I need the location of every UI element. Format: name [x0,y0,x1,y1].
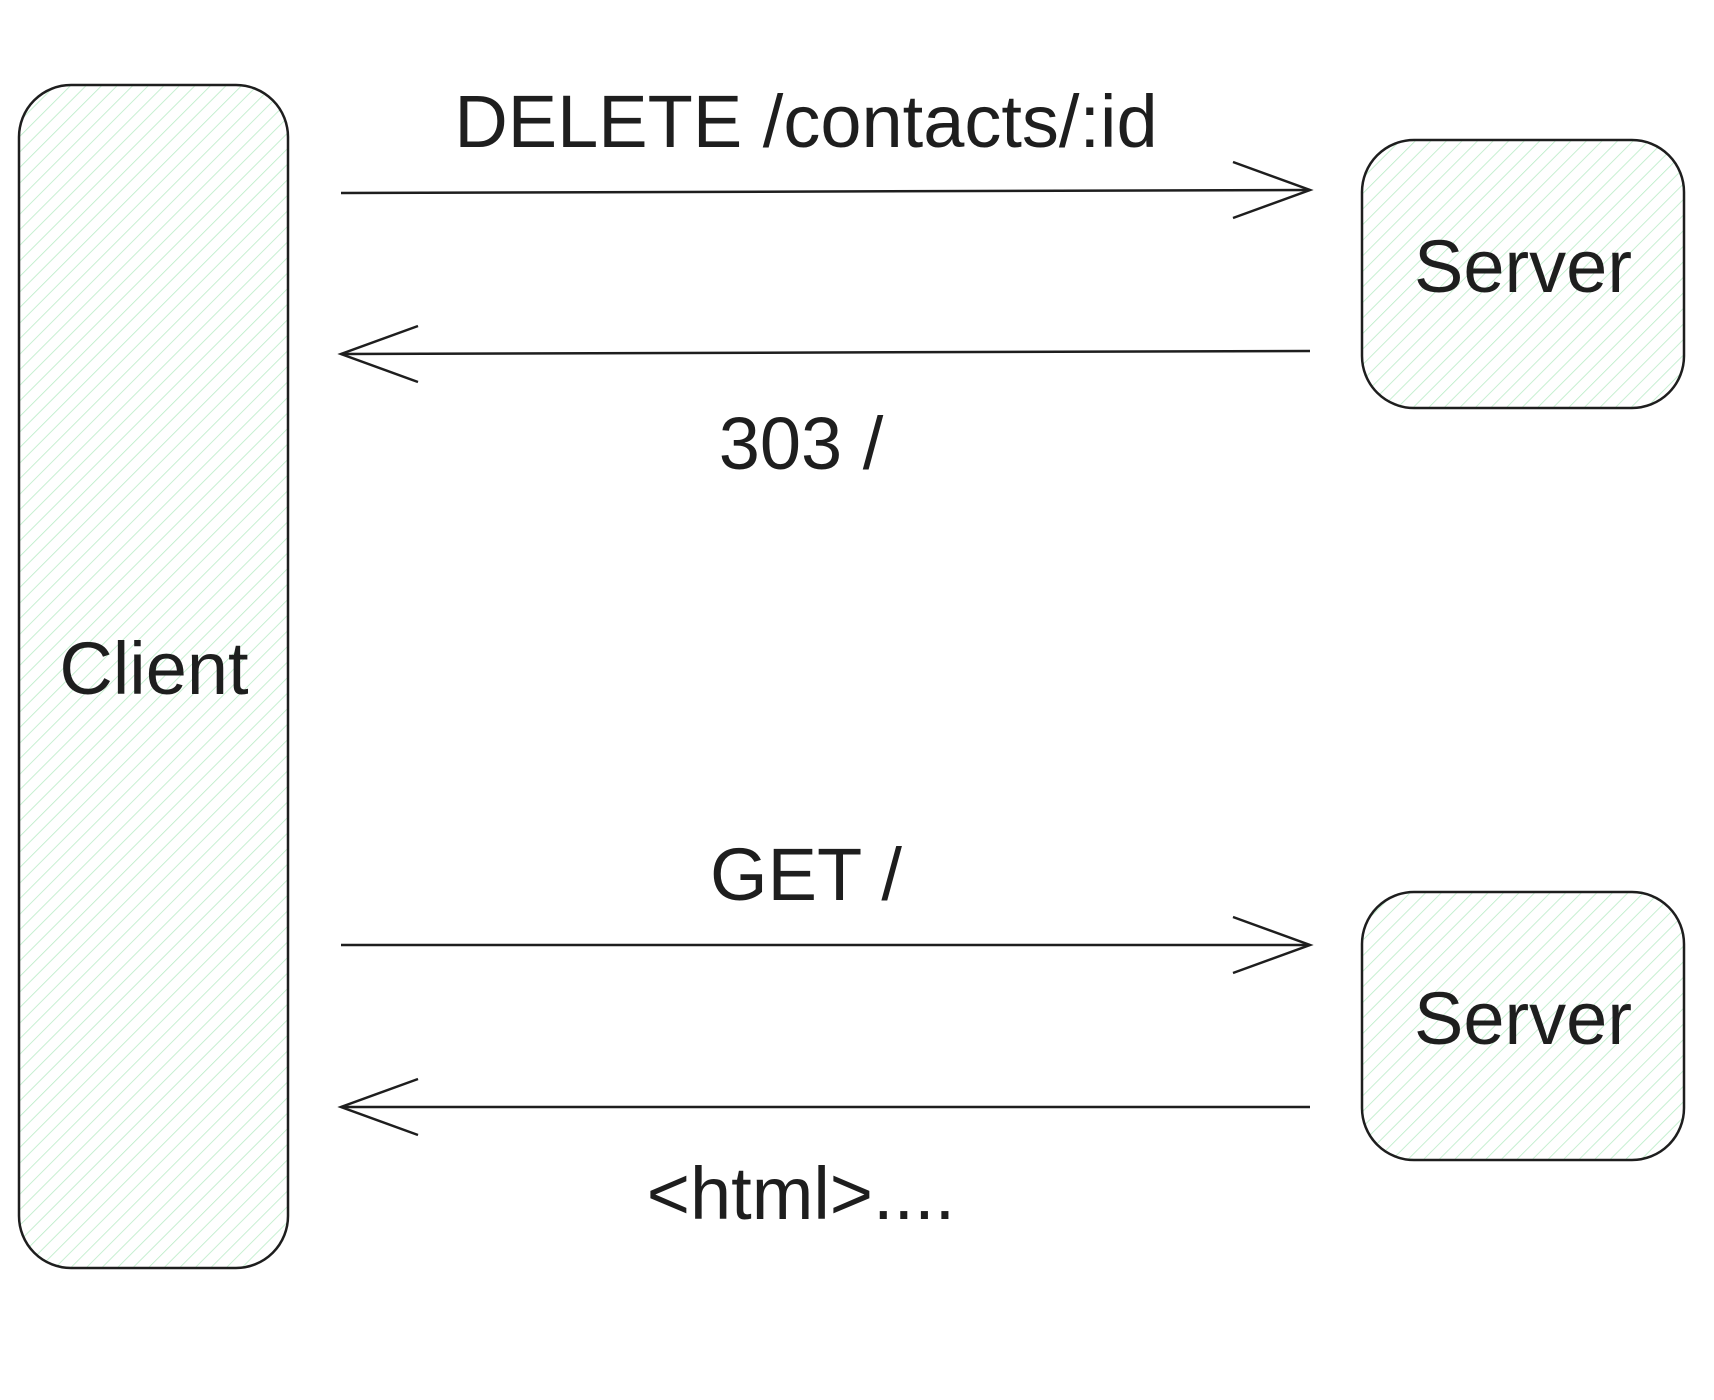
delete-request-line [340,188,1311,195]
server-top-label: Server [1414,225,1632,308]
client-box [17,83,290,1270]
html-response-label: <html>.... [647,1152,955,1235]
redirect-response-line [340,349,1311,356]
server-top-box [1360,138,1686,410]
server-bottom-label: Server [1414,977,1632,1060]
html-response-arrow: <html>.... [337,1077,1310,1235]
client-label: Client [59,627,249,710]
client-node: Client [17,83,290,1270]
redirect-response-arrow: 303 / [337,324,1311,485]
redirect-response-label: 303 / [719,402,884,485]
get-request-arrow: GET / [341,833,1314,975]
get-request-arrowhead [1232,915,1314,975]
server-bottom-box [1360,890,1686,1162]
delete-request-label: DELETE /contacts/:id [454,80,1157,163]
delete-request-arrowhead [1232,160,1314,220]
delete-request-arrow: DELETE /contacts/:id [340,80,1314,220]
server-node-top: Server [1360,138,1686,410]
server-node-bottom: Server [1360,890,1686,1162]
get-request-label: GET / [710,833,902,916]
html-response-arrowhead [337,1077,419,1137]
redirect-response-arrowhead [337,324,419,384]
